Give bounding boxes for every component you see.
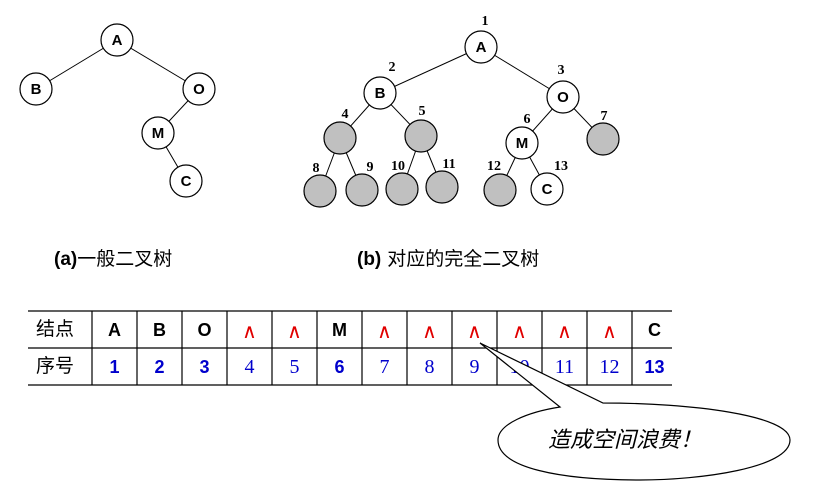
tree-b-node-label: C xyxy=(542,181,553,198)
tree-b-caption-text: 对应的完全二叉树 xyxy=(381,248,539,270)
table-cell-null: ∧ xyxy=(287,319,302,343)
table-cell-seq: 4 xyxy=(245,356,255,378)
tree-b-index-label: 2 xyxy=(389,60,396,75)
callout-text: 造成空间浪费！ xyxy=(548,428,702,453)
tree-a-node xyxy=(141,116,175,150)
tree-b-index-label: 13 xyxy=(554,159,568,174)
tree-a-node xyxy=(169,164,203,198)
table-cell-seq: 6 xyxy=(334,357,344,377)
table-cell-seq: 5 xyxy=(290,356,300,378)
row-header-seq: 序号 xyxy=(36,355,74,377)
tree-b-filler-node xyxy=(483,173,517,207)
table-cell-seq: 11 xyxy=(555,356,574,378)
tree-b-index-label: 12 xyxy=(487,159,501,174)
table-cell-null: ∧ xyxy=(377,319,392,343)
tree-a-caption-prefix: (a) xyxy=(54,249,77,270)
tree-b-filler-node xyxy=(404,119,438,153)
tree-b-index-label: 9 xyxy=(367,160,374,175)
tree-a-caption-text: 一般二叉树 xyxy=(77,248,172,270)
tree-a-node xyxy=(19,72,53,106)
tree-b-node-label: B xyxy=(375,85,386,102)
tree-b-caption-prefix: (b) xyxy=(357,249,381,270)
tree-b-node-label: A xyxy=(476,39,487,56)
table-cell-null: ∧ xyxy=(512,319,527,343)
tree-b-caption: (b) 对应的完全二叉树 xyxy=(357,248,539,270)
tree-b-filler-node xyxy=(586,122,620,156)
tree-b-index-label: 11 xyxy=(442,157,455,172)
table-cell-node: M xyxy=(332,320,347,340)
callout-bubble xyxy=(479,342,791,481)
table-cell-seq: 7 xyxy=(380,356,390,378)
tree-b-filler-node xyxy=(385,172,419,206)
table-cell-null: ∧ xyxy=(557,319,572,343)
table-cell-seq: 1 xyxy=(109,357,119,377)
tree-a-node-label: A xyxy=(112,32,123,49)
table-cell-null: ∧ xyxy=(242,319,257,343)
tree-b-node xyxy=(546,80,580,114)
tree-b-index-label: 4 xyxy=(342,107,349,122)
table-cell-node: C xyxy=(648,320,661,340)
tree-a-node xyxy=(100,23,134,57)
tree-b-index-label: 7 xyxy=(601,109,608,124)
tree-b-filler-node xyxy=(303,174,337,208)
table-cell-null: ∧ xyxy=(602,319,617,343)
callout: 造成空间浪费！ xyxy=(479,342,791,481)
tree-b-node xyxy=(530,172,564,206)
tree-a: A B O M C xyxy=(19,23,216,198)
table-cell-seq: 12 xyxy=(600,356,620,378)
table-cell-node: A xyxy=(108,320,121,340)
tree-a-node-label: O xyxy=(193,81,205,98)
table-cell-null: ∧ xyxy=(467,319,482,343)
tree-b-index-label: 3 xyxy=(558,63,565,78)
tree-b-filler-node xyxy=(345,173,379,207)
tree-a-node-label: M xyxy=(152,125,165,142)
tree-a-node-label: B xyxy=(31,81,42,98)
table-cell-node: B xyxy=(153,320,166,340)
tree-b-node xyxy=(464,30,498,64)
table-cell-seq: 3 xyxy=(199,357,209,377)
tree-a-node xyxy=(182,72,216,106)
table-cell-seq: 13 xyxy=(644,357,664,377)
tree-b-index-label: 10 xyxy=(391,159,405,174)
tree-b-index-label: 5 xyxy=(419,104,426,119)
table-cell-seq: 2 xyxy=(154,357,164,377)
tree-b-filler-node xyxy=(323,121,357,155)
tree-a-caption: (a)一般二叉树 xyxy=(54,248,172,270)
tree-b-filler-node xyxy=(425,170,459,204)
tree-b-index-label: 6 xyxy=(524,112,531,127)
row-header-node: 结点 xyxy=(36,318,74,340)
tree-b-node-label: M xyxy=(516,135,529,152)
tree-b-node-label: O xyxy=(557,89,569,106)
tree-b-edge xyxy=(379,46,482,94)
table-cell-null: ∧ xyxy=(422,319,437,343)
table-cell-seq: 9 xyxy=(470,356,480,378)
tree-b-node xyxy=(363,76,397,110)
table-cell-seq: 8 xyxy=(425,356,435,378)
tree-b-index-label: 8 xyxy=(313,161,320,176)
tree-b-index-label: 1 xyxy=(482,14,489,29)
tree-a-node-label: C xyxy=(181,173,192,190)
table-cell-node: O xyxy=(197,320,211,340)
tree-b-node xyxy=(505,126,539,160)
